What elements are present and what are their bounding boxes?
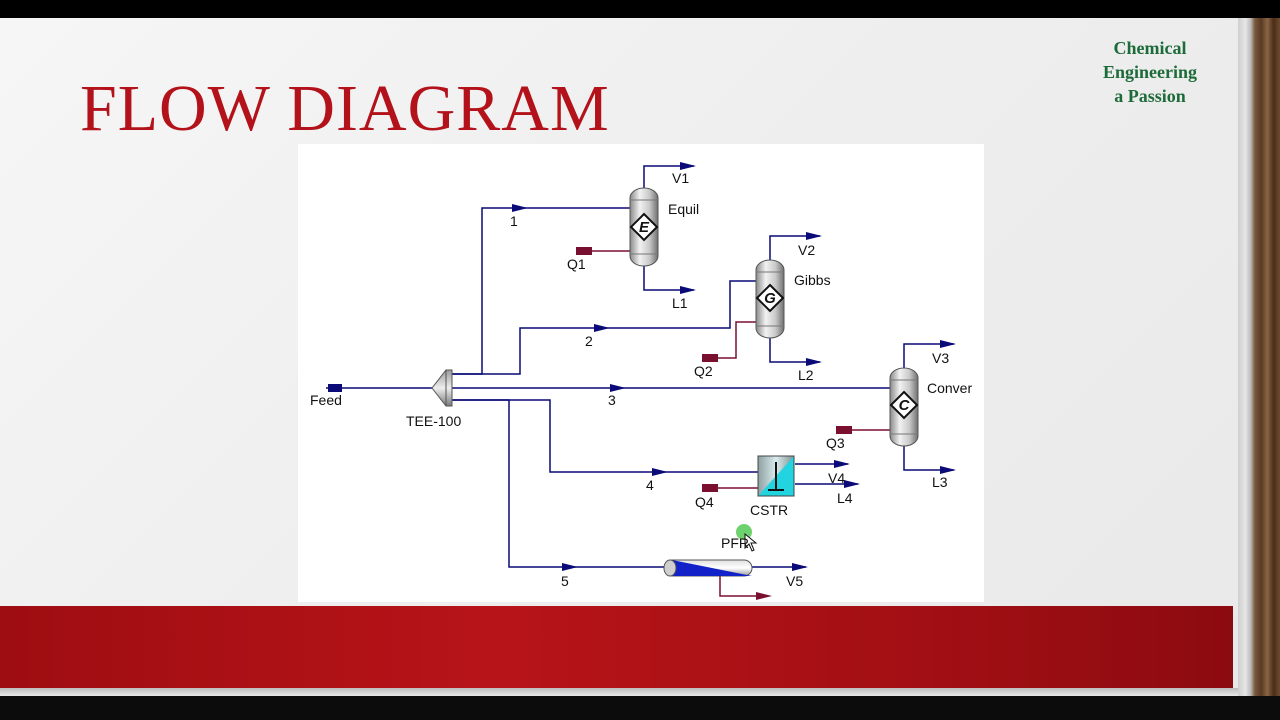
label-v4: V4: [828, 470, 845, 486]
stream-5-line: [452, 399, 666, 568]
gibbs-letter: G: [764, 290, 776, 307]
background-wall-strip: [1238, 18, 1280, 696]
label-q1: Q1: [567, 256, 586, 272]
stream-labels: Feed TEE-100 1 2 3 4 5 V1 L1 V2 L2 V3 L3…: [310, 170, 949, 589]
arrow-q2: [702, 354, 718, 362]
label-stream-1: 1: [510, 213, 518, 229]
brand-logo-text: Chemical Engineering a Passion: [1088, 36, 1212, 108]
stream-l2-line: [769, 338, 820, 363]
flowsheet-svg: E G C: [310, 162, 972, 600]
label-q2: Q2: [694, 363, 713, 379]
stream-l3-line: [903, 446, 954, 471]
label-gibbs: Gibbs: [794, 272, 831, 288]
stream-v1-line: [643, 165, 694, 188]
brand-line-2: Engineering: [1102, 62, 1197, 82]
energy-arrows: [576, 247, 852, 600]
cstr-unit: [757, 455, 795, 497]
label-conver: Conver: [927, 380, 972, 396]
equil-vessel: E: [629, 187, 659, 267]
energy-q2-line: [702, 321, 758, 359]
arrow-1: [512, 204, 528, 212]
brand-line-1: Chemical: [1113, 38, 1187, 58]
stream-v3-line: [903, 343, 954, 368]
stream-arrows: [328, 162, 956, 571]
arrow-q3: [836, 426, 852, 434]
label-feed: Feed: [310, 392, 342, 408]
label-l2: L2: [798, 367, 814, 383]
arrow-l2: [806, 358, 822, 366]
arrow-v3: [940, 340, 956, 348]
label-v5: V5: [786, 573, 803, 589]
arrow-2: [594, 324, 610, 332]
conver-vessel: C: [889, 367, 919, 447]
slide: FLOW DIAGRAM Chemical Engineering a Pass…: [0, 18, 1238, 696]
arrow-q4: [702, 484, 718, 492]
label-q4: Q4: [695, 494, 714, 510]
brand-line-3: a Passion: [1114, 86, 1186, 106]
cursor-pointer: [736, 524, 758, 552]
pfr-unit: [663, 559, 753, 577]
energy-q5-line: [719, 576, 768, 597]
gibbs-vessel: G: [755, 259, 785, 339]
gibbs-diamond-icon: [755, 283, 785, 313]
tee-icon: [431, 369, 453, 407]
arrow-v2: [806, 232, 822, 240]
conver-letter: C: [899, 397, 911, 414]
label-v1: V1: [672, 170, 689, 186]
arrow-l3: [940, 466, 956, 474]
label-v2: V2: [798, 242, 815, 258]
label-pfr: PFR: [721, 535, 749, 551]
stream-v2-line: [769, 235, 820, 260]
label-stream-3: 3: [608, 392, 616, 408]
footer-band-shadow: [0, 688, 1238, 696]
stream-1-line: [452, 207, 630, 375]
stream-4-line: [452, 399, 758, 473]
label-l4: L4: [837, 490, 853, 506]
arrow-v4: [834, 460, 850, 468]
label-q3: Q3: [826, 435, 845, 451]
arrow-v1: [680, 162, 696, 170]
arrow-l1: [680, 286, 696, 294]
equil-diamond-icon: [629, 212, 659, 242]
label-cstr: CSTR: [750, 502, 788, 518]
footer-band: [0, 606, 1233, 688]
label-l3: L3: [932, 474, 948, 490]
label-l1: L1: [672, 295, 688, 311]
label-stream-5: 5: [561, 573, 569, 589]
label-equil: Equil: [668, 201, 699, 217]
arrow-4: [652, 468, 668, 476]
label-v3: V3: [932, 350, 949, 366]
arrow-3: [610, 384, 626, 392]
arrow-feed: [328, 384, 342, 392]
label-stream-4: 4: [646, 477, 654, 493]
unit-labels: Equil Gibbs Conver CSTR PFR: [668, 201, 972, 551]
equil-letter: E: [639, 219, 650, 236]
slide-title: FLOW DIAGRAM: [80, 72, 610, 145]
conver-diamond-icon: [889, 390, 919, 420]
tee-100-unit: [431, 369, 453, 407]
arrow-v5: [792, 563, 808, 571]
flowsheet-canvas[interactable]: E G C: [298, 144, 984, 602]
label-tee-100: TEE-100: [406, 413, 461, 429]
stream-2-line: [452, 280, 758, 375]
arrow-q1: [576, 247, 592, 255]
arrow-l4: [844, 480, 860, 488]
stream-l1-line: [643, 266, 694, 291]
bottom-border: [0, 696, 1280, 720]
arrow-q5: [756, 592, 772, 600]
arrow-5: [562, 563, 578, 571]
label-stream-2: 2: [585, 333, 593, 349]
